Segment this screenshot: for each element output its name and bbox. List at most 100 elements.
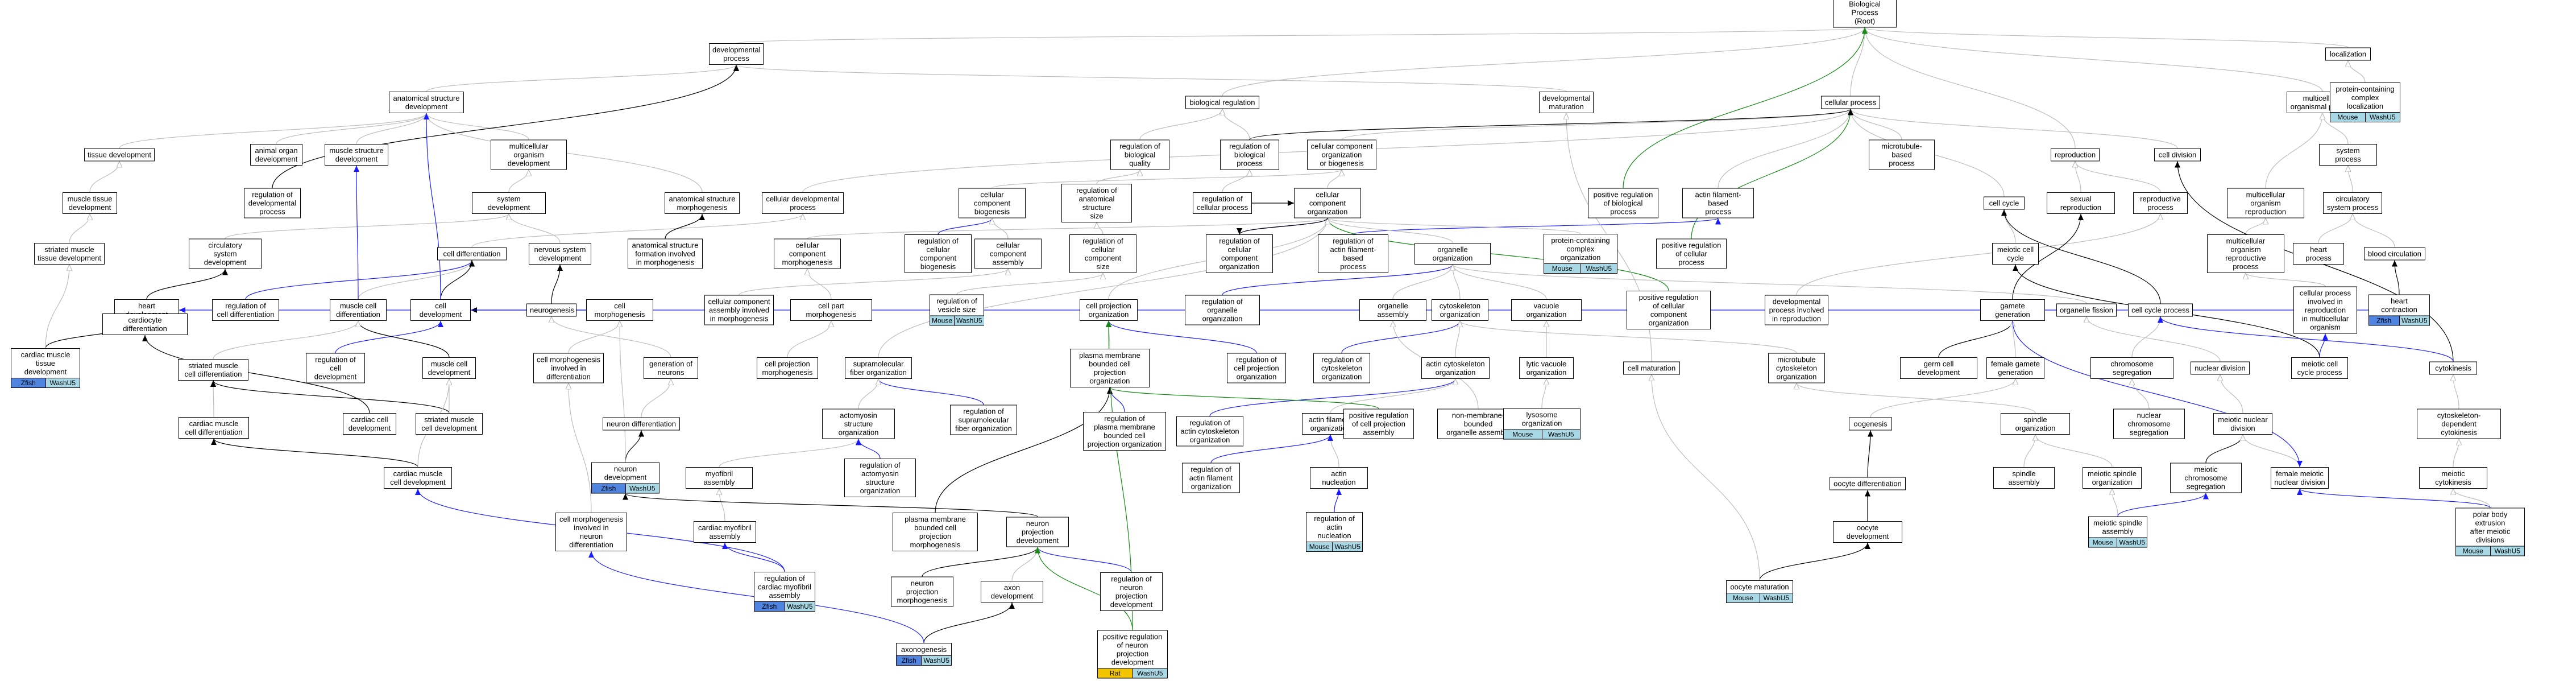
term-node-celldev[interactable]: cell development: [410, 299, 471, 321]
term-node-morrp[interactable]: multicellular organism reproductive proc…: [2207, 234, 2284, 273]
term-node-musclestruct[interactable]: muscle structure development: [325, 144, 388, 166]
term-node-meioticcytok[interactable]: meiotic cytokinesis: [2419, 467, 2487, 489]
term-node-cellpartmorph[interactable]: cell part morphogenesis: [790, 299, 872, 321]
term-node-multiorgdev[interactable]: multicellular organism development: [491, 139, 567, 170]
term-node-smcdev[interactable]: striated muscle cell development: [416, 413, 483, 435]
term-node-mtbp[interactable]: microtubule-based process: [1869, 139, 1935, 170]
term-node-regccsize[interactable]: regulation of cellular component size: [1069, 234, 1136, 273]
term-node-meioticnucdiv[interactable]: meiotic nuclear division: [2213, 413, 2272, 435]
term-node-gametegen[interactable]: gamete generation: [1980, 299, 2045, 321]
term-node-ccob[interactable]: cellular component organization or bioge…: [1307, 139, 1376, 170]
term-node-cellmorph[interactable]: cell morphogenesis: [586, 299, 653, 321]
term-node-cardiacmyo[interactable]: cardiac myofibril assembly: [694, 521, 756, 543]
term-node-cytoskorg[interactable]: cytoskeleton organization: [1432, 299, 1488, 321]
term-node-cardiodiff[interactable]: cardiocyte differentiation: [102, 313, 188, 335]
term-node-cellprojmorph[interactable]: cell projection morphogenesis: [757, 357, 818, 379]
term-node-regssfo[interactable]: regulation of supramolecular fiber organ…: [950, 405, 1017, 435]
term-node-cellproc[interactable]: cellular process: [1821, 96, 1880, 109]
term-node-cytokinesis[interactable]: cytokinesis: [2429, 361, 2477, 375]
term-node-regnpdev[interactable]: regulation of neuron projection developm…: [1100, 572, 1163, 611]
term-node-actomyo[interactable]: actomyosin structure organization: [822, 408, 895, 439]
term-node-genneurons[interactable]: generation of neurons: [644, 357, 698, 379]
term-node-celldiff[interactable]: cell differentiation: [437, 247, 507, 261]
term-node-posregcp[interactable]: positive regulation of cellular process: [1656, 238, 1727, 269]
term-node-asfmorph[interactable]: anatomical structure formation involved …: [628, 238, 703, 269]
term-node-posregcpa[interactable]: positive regulation of cell projection a…: [1343, 408, 1414, 439]
term-node-regafbp[interactable]: regulation of actin filament-based proce…: [1318, 234, 1388, 273]
term-node-germcelldev[interactable]: germ cell development: [1900, 357, 1977, 379]
term-node-meioticccp[interactable]: meiotic cell cycle process: [2291, 357, 2348, 379]
term-node-asd[interactable]: anatomical structure development: [389, 92, 464, 113]
term-node-regcellproc[interactable]: regulation of cellular process: [1193, 192, 1252, 214]
term-node-cellcycleproc[interactable]: cell cycle process: [2128, 303, 2193, 317]
term-node-cytodep[interactable]: cytoskeleton-dependent cytokinesis: [2417, 408, 2501, 439]
term-node-celldevproc[interactable]: cellular developmental process: [762, 192, 844, 214]
term-node-chromseg[interactable]: chromosome segregation: [2090, 357, 2173, 379]
term-node-pmbcpm[interactable]: plasma membrane bounded cell projection …: [893, 513, 978, 551]
term-node-regcelldev[interactable]: regulation of cell development: [306, 353, 365, 383]
term-node-cpirmo[interactable]: cellular process involved in reproductio…: [2293, 286, 2357, 334]
term-node-spindleorg[interactable]: spindle organization: [2001, 413, 2070, 435]
term-node-nervousdev[interactable]: nervous system development: [529, 243, 591, 265]
term-node-meioticspindle[interactable]: meiotic spindle organization: [2083, 467, 2142, 489]
term-node-posregccorg[interactable]: positive regulation of cellular componen…: [1627, 291, 1711, 329]
term-node-pmbcpo[interactable]: plasma membrane bounded cell projection …: [1070, 349, 1150, 387]
term-node-localization[interactable]: localization: [2325, 47, 2371, 61]
term-node-bloodcirc[interactable]: blood circulation: [2364, 247, 2425, 261]
term-node-circsysdev[interactable]: circulatory system development: [189, 238, 262, 269]
term-node-regccorg[interactable]: regulation of cellular component organiz…: [1206, 234, 1273, 273]
term-node-cardiacmcd[interactable]: cardiac muscle cell development: [384, 467, 452, 489]
term-node-femgamete[interactable]: female gamete generation: [1986, 357, 2044, 379]
term-node-cardiaccelldev[interactable]: cardiac cell development: [343, 413, 396, 435]
term-node-biolreg[interactable]: biological regulation: [1185, 96, 1259, 109]
term-node-posregbp[interactable]: positive regulation of biological proces…: [1588, 188, 1658, 218]
term-node-devproc[interactable]: developmental process: [709, 43, 764, 65]
term-node-posregnpdev[interactable]: positive regulation of neuron projection…: [1097, 630, 1168, 679]
term-node-ccassembly[interactable]: cellular component assembly: [974, 238, 1042, 269]
term-node-cmcd[interactable]: cardiac muscle cell differentiation: [179, 417, 249, 439]
term-node-sva[interactable]: lytic vacuole organization: [1519, 357, 1574, 379]
term-node-axondev[interactable]: axon development: [981, 581, 1043, 602]
term-node-pbeamd[interactable]: polar body extrusion after meiotic divis…: [2455, 507, 2525, 556]
term-node-heartproc[interactable]: heart process: [2293, 243, 2344, 265]
term-node-organelleasm[interactable]: organelle assembly: [1359, 299, 1426, 321]
term-node-regacorg[interactable]: regulation of actin cytoskeleton organiz…: [1176, 416, 1243, 447]
term-node-muscletissue[interactable]: muscle tissue development: [63, 192, 117, 214]
term-node-cellmat[interactable]: cell maturation: [1623, 361, 1680, 375]
term-node-regorgorg[interactable]: regulation of organelle organization: [1185, 295, 1260, 325]
term-node-devprocrep[interactable]: developmental process involved in reprod…: [1765, 295, 1828, 325]
term-node-cellprojorg[interactable]: cell projection organization: [1080, 299, 1138, 321]
term-node-devmat[interactable]: developmental maturation: [1539, 92, 1594, 113]
term-node-reproduction[interactable]: reproduction: [2051, 148, 2100, 162]
term-node-oogenesis[interactable]: oogenesis: [1849, 417, 1892, 431]
term-node-neurondiff[interactable]: neuron differentiation: [603, 417, 680, 431]
term-node-nucdiv[interactable]: nuclear division: [2191, 361, 2250, 375]
term-node-systemdev[interactable]: system development: [472, 192, 546, 214]
term-node-musclecelldev[interactable]: muscle cell development: [422, 357, 476, 379]
term-node-oocytediff[interactable]: oocyte differentiation: [1830, 477, 1906, 490]
term-node-smcd[interactable]: striated muscle cell differentiation: [178, 359, 248, 381]
term-node-striateddev[interactable]: striated muscle tissue development: [34, 243, 105, 265]
term-node-regcelldiff[interactable]: regulation of cell differentiation: [212, 299, 279, 321]
term-node-oocytedev[interactable]: oocyte development: [1833, 521, 1902, 543]
term-node-regcytoskorg[interactable]: regulation of cytoskeleton organization: [1313, 353, 1370, 383]
term-node-regbq[interactable]: regulation of biological quality: [1110, 139, 1169, 170]
term-node-mcorg[interactable]: microtubule cytoskeleton organization: [1768, 353, 1825, 383]
term-node-celldiv[interactable]: cell division: [2154, 148, 2201, 162]
term-node-regcmfa[interactable]: regulation of cardiac myofibril assembly…: [754, 572, 815, 612]
term-node-regactomyo[interactable]: regulation of actomyosin structure organ…: [844, 459, 916, 497]
term-node-organelleorg[interactable]: organelle organization: [1414, 243, 1491, 265]
term-node-regbp[interactable]: regulation of biological process: [1220, 139, 1279, 170]
term-node-femmeiotic[interactable]: female meiotic nuclear division: [2271, 467, 2329, 489]
term-node-regasize[interactable]: regulation of anatomical structure size: [1061, 184, 1132, 222]
